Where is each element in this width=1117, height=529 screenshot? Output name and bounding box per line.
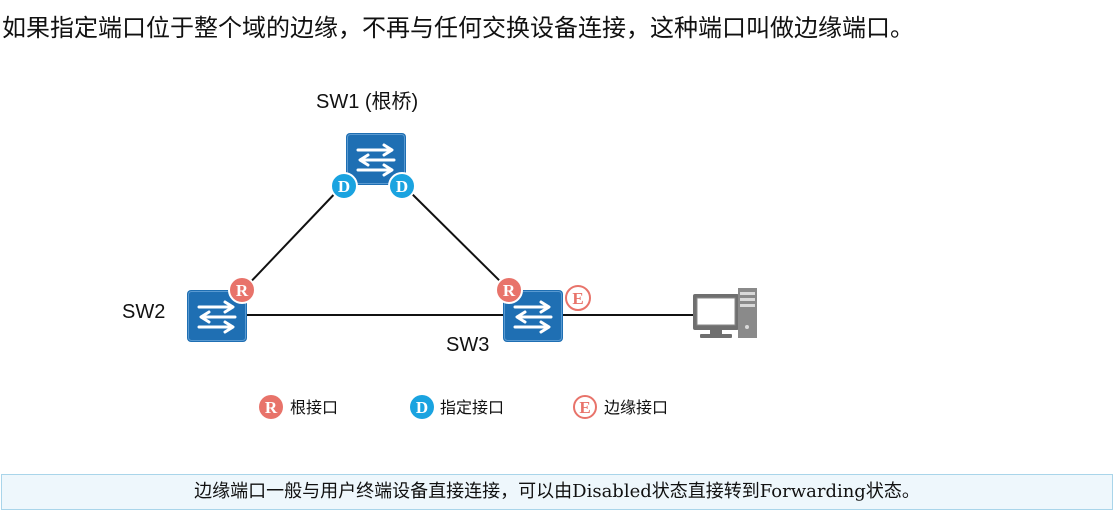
link-sw1-sw3 [403, 185, 511, 292]
port-badge-sw3-edge: E [565, 285, 591, 311]
headline: 如果指定端口位于整个域的边缘，不再与任何交换设备连接，这种端口叫做边缘端口。 [2, 14, 914, 42]
links [241, 185, 693, 316]
port-badge-sw1-designated-right: D [388, 172, 416, 200]
port-badge-sw2-root: R [228, 276, 256, 304]
svg-text:R: R [503, 281, 516, 300]
sw3-label: SW3 [446, 334, 489, 356]
legend-label-root: 根接口 [290, 398, 338, 417]
svg-text:R: R [236, 281, 249, 300]
legend-label-edge: 边缘接口 [604, 398, 668, 417]
port-badge-sw3-root: R [495, 276, 523, 304]
svg-text:E: E [579, 398, 590, 417]
stp-edge-port-diagram: SW1 (根桥) SW2 SW3 D D R R E R 根接 [122, 90, 757, 419]
legend-item-edge: E 边缘接口 [573, 395, 668, 419]
svg-text:D: D [396, 177, 408, 196]
link-sw1-sw2 [241, 185, 343, 292]
legend: R 根接口 D 指定接口 E 边缘接口 [259, 395, 668, 419]
svg-text:R: R [265, 398, 278, 417]
svg-text:D: D [338, 177, 350, 196]
legend-label-designated: 指定接口 [440, 398, 504, 417]
sw1-label: SW1 (根桥) [316, 90, 418, 113]
port-badge-sw1-designated-left: D [330, 172, 358, 200]
note-text: 边缘端口一般与用户终端设备直接连接，可以由Disabled状态直接转到Forwa… [194, 481, 920, 502]
note-box: 边缘端口一般与用户终端设备直接连接，可以由Disabled状态直接转到Forwa… [1, 474, 1113, 510]
computer-icon [693, 288, 757, 338]
svg-text:D: D [416, 398, 428, 417]
svg-text:E: E [572, 289, 583, 308]
sw2-label: SW2 [122, 301, 165, 323]
legend-item-designated: D 指定接口 [410, 395, 504, 419]
legend-item-root: R 根接口 [259, 395, 338, 419]
